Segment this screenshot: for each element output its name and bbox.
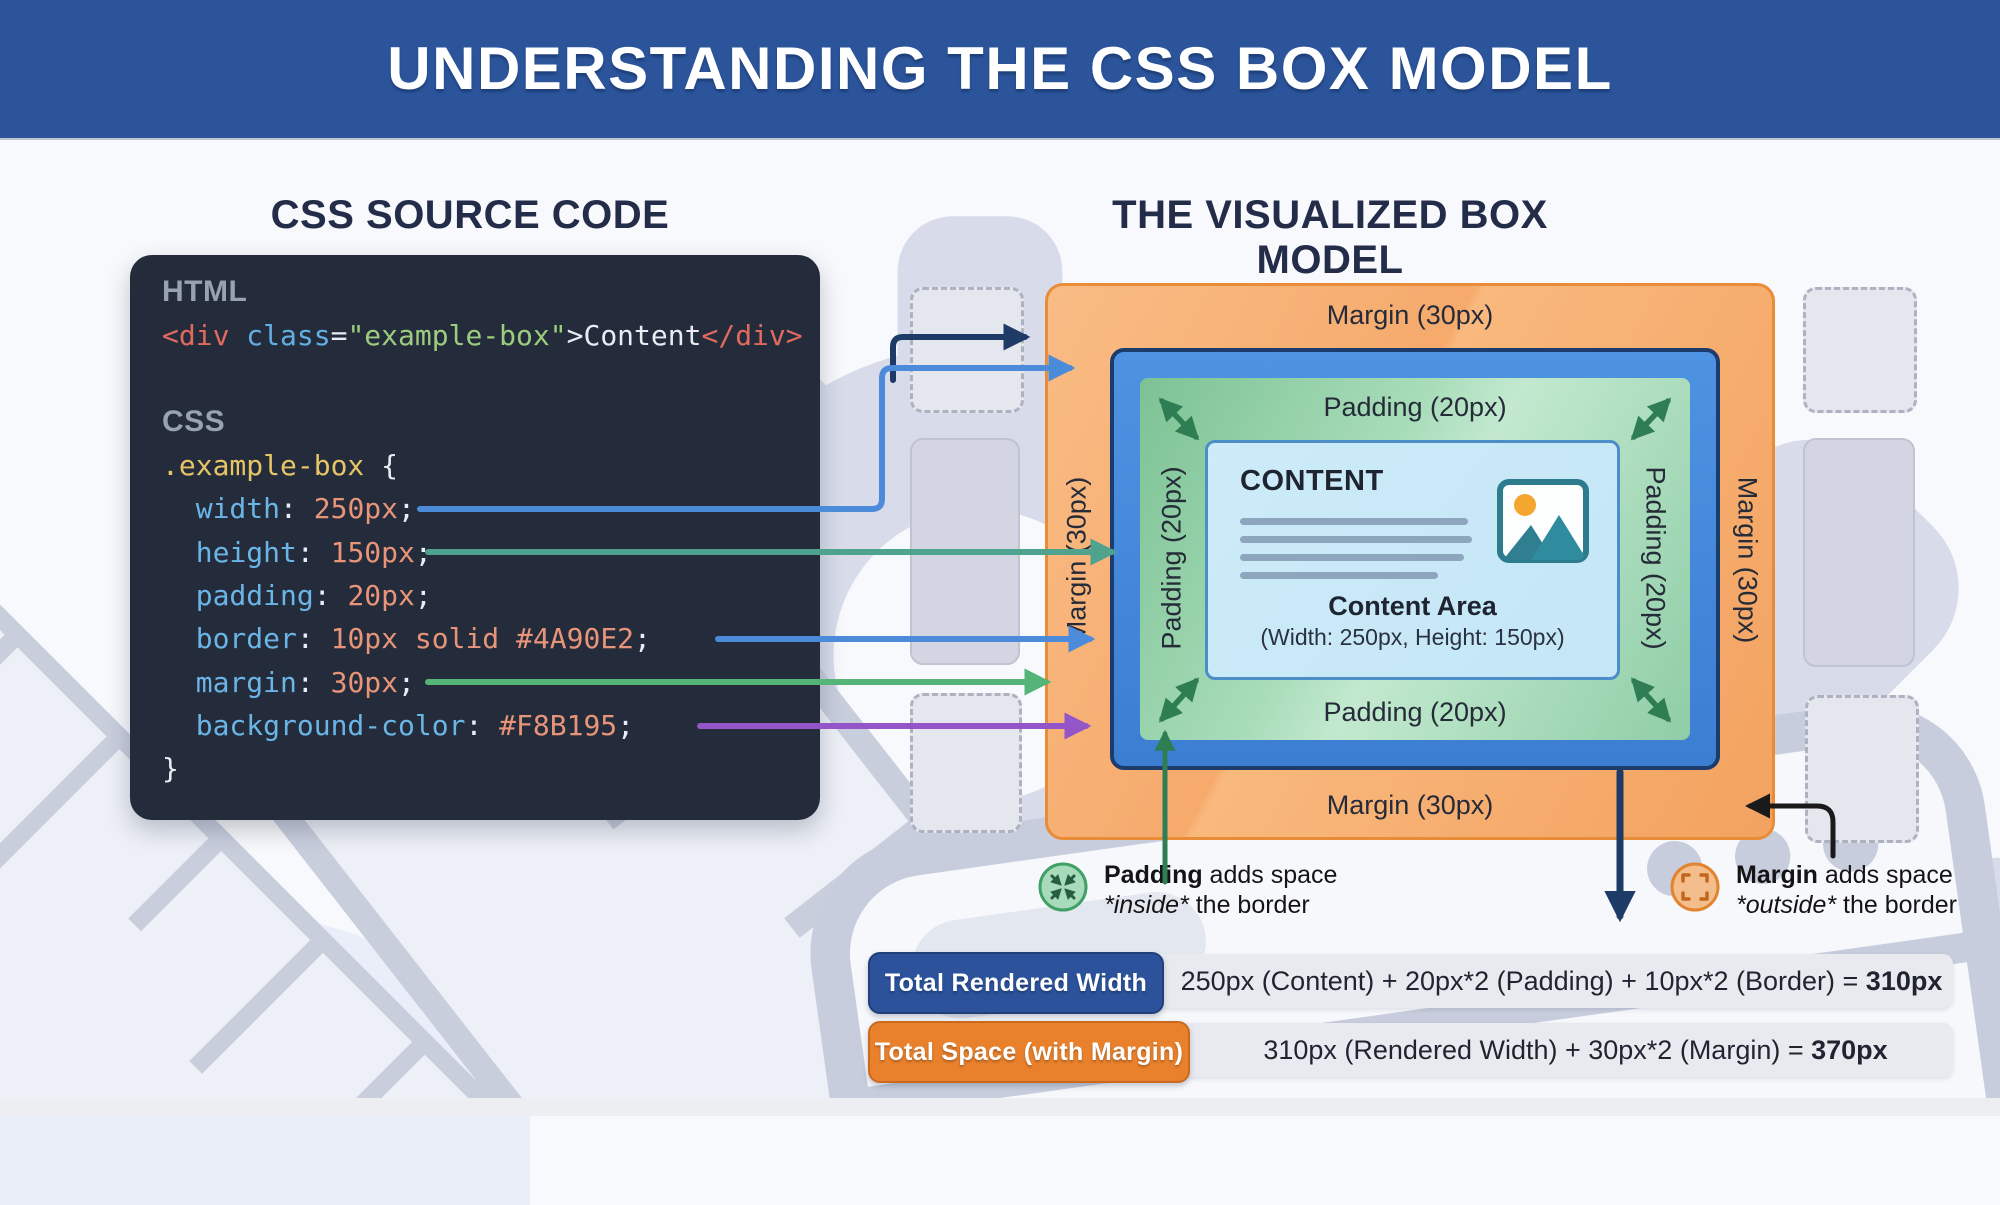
code-lines: HTML <div class="example-box">Content</di… [162, 270, 812, 791]
sibling-box-dashed [910, 287, 1024, 413]
padding-legend-text: Padding adds space *inside* the border [1104, 861, 1338, 919]
total-formula: 250px (Content) + 20px*2 (Padding) + 10p… [1180, 965, 1943, 996]
text-placeholder-line [1240, 572, 1438, 579]
code-line: <div class="example-box">Content</div> [162, 318, 803, 352]
padding-left-label: Padding (20px) [1156, 466, 1187, 650]
margin-left-label: Margin (30px) [1061, 476, 1092, 644]
sibling-box-dashed [1805, 695, 1919, 843]
text-placeholder-line [1240, 554, 1464, 561]
margin-legend: Margin adds space *outside* the border [1668, 860, 1957, 920]
total-rendered-width-row: 250px (Content) + 20px*2 (Padding) + 10p… [868, 952, 1953, 1014]
padding-bottom-label: Padding (20px) [1323, 697, 1507, 727]
code-line: HTML [162, 274, 248, 308]
padding-right-label: Padding (20px) [1640, 466, 1671, 650]
padding-legend: Padding adds space *inside* the border [1036, 860, 1337, 920]
code-line: .example-box { [162, 448, 399, 482]
page-title: UNDERSTANDING THE CSS BOX MODEL [387, 35, 1613, 102]
content-area-label: Content Area [1328, 591, 1497, 621]
content-box: CONTENT Content Area (Width: 250px, Heig… [1205, 440, 1620, 680]
code-line: background-color: #F8B195; [195, 709, 635, 743]
margin-legend-text: Margin adds space *outside* the border [1736, 861, 1957, 919]
code-line [162, 357, 812, 400]
total-space-row: 310px (Rendered Width) + 30px*2 (Margin)… [868, 1021, 1953, 1083]
total-space-pill: Total Space (with Margin) [868, 1021, 1190, 1083]
sibling-box-solid [910, 438, 1020, 665]
code-line: margin: 30px; [195, 665, 415, 699]
text-placeholder-line [1240, 518, 1468, 525]
code-line: CSS [162, 404, 226, 438]
right-section-heading: THE VISUALIZED BOX MODEL [1112, 193, 1548, 282]
margin-bottom-label: Margin (30px) [1326, 790, 1494, 820]
total-rendered-width-pill: Total Rendered Width [868, 952, 1164, 1014]
bottom-strip [0, 1098, 2000, 1116]
margin-top-label: Margin (30px) [1326, 300, 1494, 330]
total-formula-bar: 250px (Content) + 20px*2 (Padding) + 10p… [1140, 954, 1953, 1008]
banner: UNDERSTANDING THE CSS BOX MODEL [0, 0, 2000, 138]
sibling-box-dashed [910, 693, 1022, 833]
sibling-box-solid [1803, 438, 1915, 667]
content-dimensions: (Width: 250px, Height: 150px) [1260, 624, 1565, 650]
compress-inward-icon [1038, 862, 1088, 912]
left-section-heading: CSS SOURCE CODE [270, 193, 670, 237]
code-block: HTML <div class="example-box">Content</di… [130, 255, 820, 820]
padding-top-label: Padding (20px) [1323, 392, 1507, 422]
total-formula: 310px (Rendered Width) + 30px*2 (Margin)… [1263, 1034, 1888, 1065]
corner-blob-decoration [0, 905, 530, 1205]
code-line: } [162, 752, 179, 786]
content-title: CONTENT [1240, 465, 1384, 497]
code-line: width: 250px; [195, 492, 415, 526]
code-line: border: 10px solid #4A90E2; [195, 622, 651, 656]
sibling-box-dashed [1803, 287, 1917, 413]
expand-outward-icon [1670, 862, 1720, 912]
total-formula-bar: 310px (Rendered Width) + 30px*2 (Margin)… [1168, 1023, 1953, 1077]
text-placeholder-line [1240, 536, 1472, 543]
margin-right-label: Margin (30px) [1732, 476, 1763, 644]
image-icon [1497, 479, 1589, 563]
code-line: padding: 20px; [195, 578, 432, 612]
code-line: height: 150px; [195, 535, 432, 569]
